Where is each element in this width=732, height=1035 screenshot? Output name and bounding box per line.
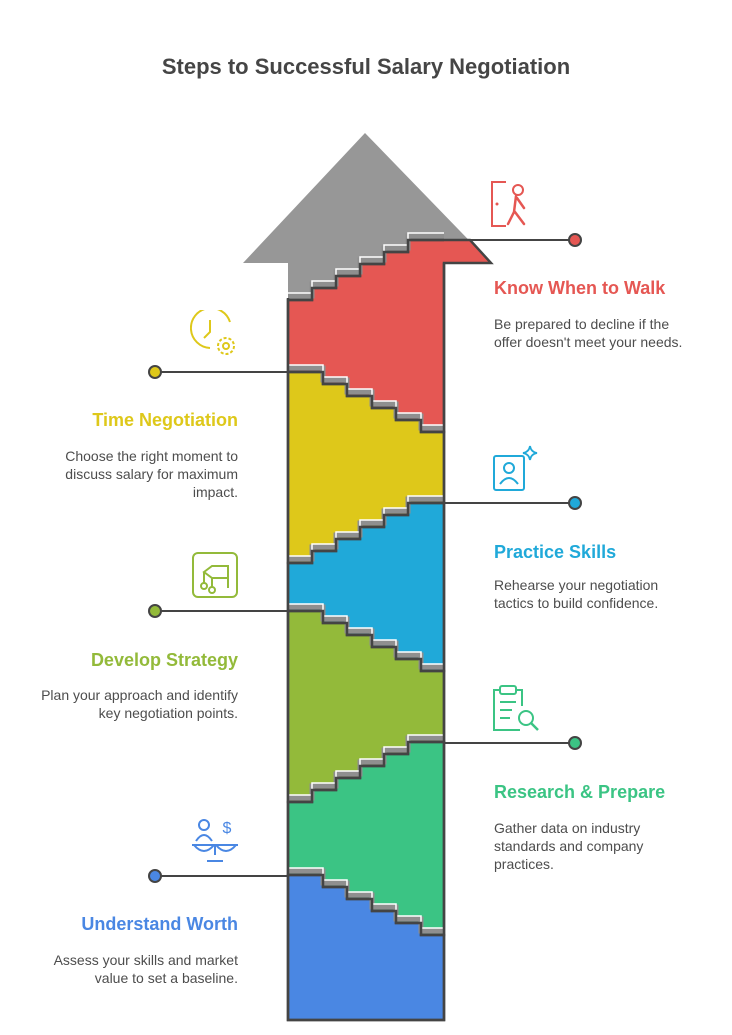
connector-dot bbox=[148, 869, 162, 883]
connector-dot bbox=[148, 604, 162, 618]
step-title-research-prepare: Research & Prepare bbox=[494, 782, 666, 802]
step-title-know-when-to-walk: Know When to Walk bbox=[494, 278, 666, 298]
step-description-practice-skills: Rehearse your negotiation tactics to bui… bbox=[494, 577, 659, 611]
clock-gear-icon bbox=[190, 310, 235, 355]
step-boundary bbox=[288, 873, 444, 937]
clipboard-search-icon bbox=[493, 685, 539, 731]
step-boundary bbox=[288, 740, 444, 804]
person-sparkle-icon bbox=[493, 445, 538, 491]
step-description-know-when-to-walk: Be prepared to decline if the offer does… bbox=[494, 316, 683, 350]
person-scale-dollar-icon: $ bbox=[192, 819, 238, 862]
connector-dot bbox=[148, 365, 162, 379]
step-description-research-prepare: Gather data on industry standards and co… bbox=[494, 820, 644, 872]
step-title-practice-skills: Practice Skills bbox=[494, 542, 617, 562]
step-boundary bbox=[288, 501, 444, 565]
step-description-time-negotiation: Choose the right moment to discuss salar… bbox=[65, 448, 238, 500]
column-outline bbox=[286, 263, 446, 1022]
step-title-time-negotiation: Time Negotiation bbox=[92, 410, 238, 430]
step-description-develop-strategy: Plan your approach and identify key nego… bbox=[41, 687, 238, 721]
svg-text:$: $ bbox=[223, 820, 232, 837]
step-boundary bbox=[288, 609, 444, 673]
connector-dot bbox=[568, 736, 582, 750]
step-description-understand-worth: Assess your skills and market value to s… bbox=[53, 952, 238, 986]
step-title-develop-strategy: Develop Strategy bbox=[90, 650, 238, 670]
step-title-understand-worth: Understand Worth bbox=[81, 914, 238, 934]
strategy-flowchart-icon bbox=[192, 552, 238, 598]
step-boundary bbox=[288, 238, 444, 302]
connector-dot bbox=[568, 496, 582, 510]
page-title: Steps to Successful Salary Negotiation bbox=[161, 54, 571, 79]
walk-away-door-icon bbox=[491, 181, 526, 227]
step-boundary bbox=[288, 370, 444, 434]
connector-dot bbox=[568, 233, 582, 247]
